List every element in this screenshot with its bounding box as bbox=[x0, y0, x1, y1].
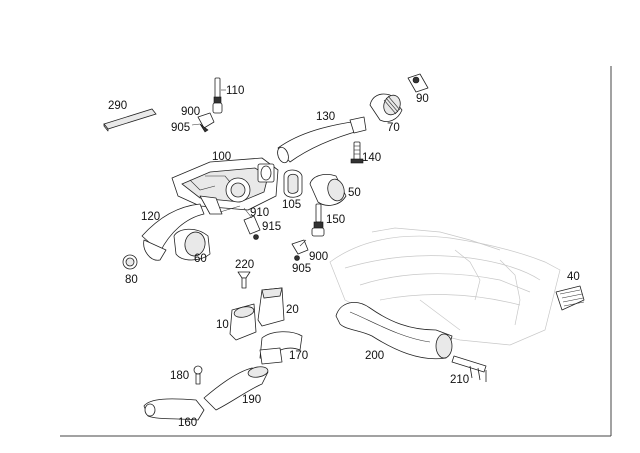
part-915-clip[interactable] bbox=[243, 207, 261, 240]
label-60[interactable]: 60 bbox=[194, 253, 207, 265]
part-50-vent[interactable] bbox=[309, 174, 347, 206]
part-210-bracket[interactable] bbox=[451, 355, 487, 382]
part-905-clip-upper[interactable] bbox=[191, 112, 215, 133]
part-150-sensor[interactable] bbox=[311, 203, 325, 237]
label-200[interactable]: 200 bbox=[365, 350, 384, 362]
part-130-duct[interactable] bbox=[276, 116, 367, 164]
label-900-lower[interactable]: 900 bbox=[309, 251, 328, 263]
part-105-gasket[interactable] bbox=[283, 169, 303, 198]
label-80[interactable]: 80 bbox=[125, 274, 138, 286]
part-180-screw[interactable] bbox=[193, 365, 203, 385]
dashboard-ghost-outline bbox=[329, 227, 561, 346]
label-10[interactable]: 10 bbox=[216, 319, 229, 331]
label-120[interactable]: 120 bbox=[141, 211, 160, 223]
label-190[interactable]: 190 bbox=[242, 394, 261, 406]
part-190-duct[interactable] bbox=[203, 365, 269, 411]
part-170-duct[interactable] bbox=[259, 331, 303, 365]
part-905-clip-lower[interactable] bbox=[291, 239, 309, 261]
part-80-knob[interactable] bbox=[122, 254, 138, 270]
part-10-duct[interactable] bbox=[229, 303, 257, 341]
part-200-main-duct[interactable] bbox=[335, 302, 453, 360]
label-905-upper[interactable]: 905 bbox=[171, 122, 190, 134]
part-120-duct[interactable] bbox=[141, 203, 205, 261]
label-915[interactable]: 915 bbox=[262, 221, 281, 233]
label-150[interactable]: 150 bbox=[326, 214, 345, 226]
label-110[interactable]: 110 bbox=[226, 85, 244, 97]
label-900-upper[interactable]: 900 bbox=[181, 106, 200, 118]
label-160[interactable]: 160 bbox=[178, 417, 197, 429]
part-labels: 290 110 900 905 90 130 70 140 100 50 105… bbox=[108, 85, 580, 429]
part-60-vent[interactable] bbox=[173, 228, 211, 261]
label-220[interactable]: 220 bbox=[235, 259, 254, 271]
label-70[interactable]: 70 bbox=[387, 122, 400, 134]
part-100-heater-box[interactable] bbox=[171, 157, 279, 215]
part-70-vent[interactable] bbox=[369, 93, 403, 122]
label-90[interactable]: 90 bbox=[416, 93, 429, 105]
part-90-knob[interactable] bbox=[407, 73, 429, 93]
label-210[interactable]: 210 bbox=[450, 374, 469, 386]
label-100[interactable]: 100 bbox=[212, 151, 231, 163]
part-160-duct[interactable] bbox=[143, 398, 205, 421]
label-905-lower[interactable]: 905 bbox=[292, 263, 311, 275]
label-170[interactable]: 170 bbox=[289, 350, 308, 362]
label-130[interactable]: 130 bbox=[316, 111, 335, 123]
label-140[interactable]: 140 bbox=[362, 152, 381, 164]
label-leaders bbox=[219, 205, 307, 247]
label-40[interactable]: 40 bbox=[567, 271, 580, 283]
part-110-sensor[interactable] bbox=[212, 77, 226, 114]
label-20[interactable]: 20 bbox=[286, 304, 299, 316]
label-180[interactable]: 180 bbox=[170, 370, 189, 382]
label-910[interactable]: 910 bbox=[250, 207, 269, 219]
part-290-strip[interactable] bbox=[103, 108, 157, 132]
part-40-vent[interactable] bbox=[555, 285, 585, 311]
part-220-clip[interactable] bbox=[237, 271, 251, 289]
label-290[interactable]: 290 bbox=[108, 100, 127, 112]
part-140-screw[interactable] bbox=[350, 141, 364, 164]
label-105[interactable]: 105 bbox=[282, 199, 301, 211]
label-50[interactable]: 50 bbox=[348, 187, 361, 199]
part-20-duct[interactable] bbox=[257, 287, 285, 327]
